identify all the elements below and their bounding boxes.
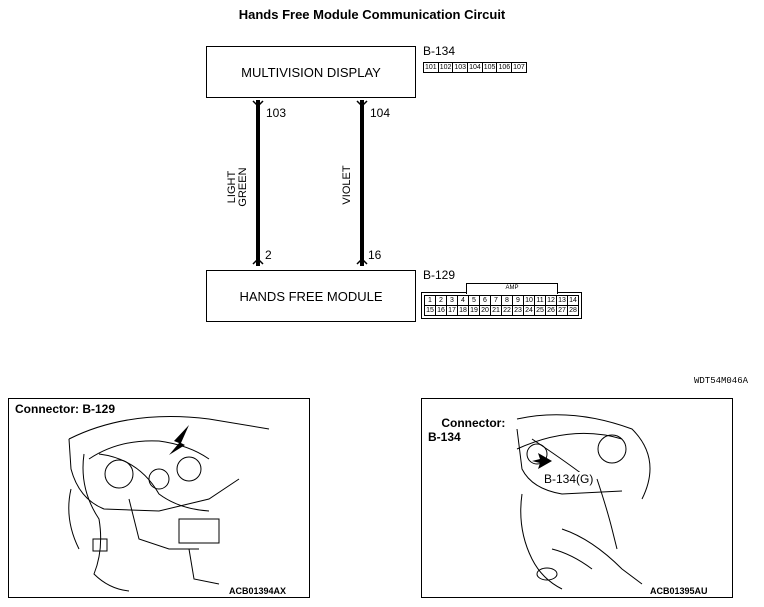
wire-1-bottom-pin: 2 [265, 248, 272, 262]
diagram-title: Hands Free Module Communication Circuit [238, 7, 506, 22]
wire-2-bottom-terminal [356, 257, 368, 265]
multivision-display-label: MULTIVISION DISPLAY [241, 64, 381, 80]
dashboard-illustration-1 [68, 416, 270, 592]
b134-pin-106: 106 [496, 62, 513, 73]
arrow-icon [169, 425, 189, 455]
wire-1-color-label: LIGHT GREEN [226, 167, 249, 207]
photo-1-code: ACB01394AX [229, 586, 287, 596]
b129-pin-23: 23 [512, 305, 524, 316]
b129-pin-16: 16 [435, 305, 447, 316]
b129-pin-1: 1 [424, 295, 436, 306]
photo-2-code: ACB01395AU [650, 586, 708, 596]
b129-pin-9: 9 [512, 295, 524, 306]
multivision-display-box: MULTIVISION DISPLAY [206, 46, 416, 98]
wire-2-color-label: VIOLET [341, 165, 353, 205]
b129-pin-10: 10 [523, 295, 535, 306]
b134-pin-104: 104 [467, 62, 483, 73]
wire-2-top-pin: 104 [370, 106, 391, 120]
wire-2-bottom-pin: 16 [368, 248, 382, 262]
diagram-code: WDT54M046A [694, 376, 749, 386]
b129-pin-4: 4 [457, 295, 469, 306]
b129-pin-19: 19 [468, 305, 480, 316]
b129-pin-27: 27 [556, 305, 568, 316]
connector-photo-b134: Connector: B-134 B-134(G) ACB01395AU [421, 398, 733, 598]
bottom-connector-id: B-129 [423, 268, 456, 282]
b129-pin-7: 7 [490, 295, 502, 306]
b129-pin-28: 28 [567, 305, 579, 316]
b129-pin-14: 14 [567, 295, 579, 306]
b129-pin-21: 21 [490, 305, 502, 316]
b129-pin-22: 22 [501, 305, 513, 316]
b129-pin-15: 15 [424, 305, 436, 316]
b134-pin-105: 105 [481, 62, 498, 73]
wire-1-top-terminal [252, 100, 264, 108]
b129-pin-5: 5 [468, 295, 480, 306]
b129-pin-26: 26 [545, 305, 557, 316]
b134-pin-102: 102 [437, 62, 454, 73]
b134-pin-103: 103 [452, 62, 469, 73]
photo-2-callout: B-134(G) [544, 472, 594, 486]
b134-pin-107: 107 [511, 62, 527, 73]
wire-1-bottom-terminal [252, 257, 264, 265]
bottom-connector-amp-tab: AMP [466, 283, 558, 294]
arrow-icon-2 [532, 453, 552, 469]
b129-pin-8: 8 [501, 295, 513, 306]
b134-pin-101: 101 [423, 62, 439, 73]
top-connector-id: B-134 [423, 44, 456, 58]
b129-pin-17: 17 [446, 305, 458, 316]
b129-pin-2: 2 [435, 295, 447, 306]
wire-1-top-pin: 103 [266, 106, 287, 120]
center-console-illustration [516, 414, 651, 590]
b129-pin-12: 12 [545, 295, 557, 306]
b129-pin-13: 13 [556, 295, 568, 306]
amp-label: AMP [505, 285, 519, 291]
b129-pin-11: 11 [534, 295, 546, 306]
b129-pin-25: 25 [534, 305, 546, 316]
b129-pin-18: 18 [457, 305, 469, 316]
b129-pin-3: 3 [446, 295, 458, 306]
photo-2-heading: Connector: B-134 [428, 402, 505, 458]
hands-free-module-label: HANDS FREE MODULE [239, 288, 383, 304]
photo-2-heading-text: Connector: B-134 [428, 416, 506, 444]
b129-pin-20: 20 [479, 305, 491, 316]
connector-photo-b129: Connector: B-129 ACB01394AX [8, 398, 310, 598]
wire-2-top-terminal [356, 100, 368, 108]
photo-1-heading: Connector: B-129 [15, 402, 116, 416]
b129-pin-24: 24 [523, 305, 535, 316]
hands-free-module-box: HANDS FREE MODULE [206, 270, 416, 322]
b129-pin-6: 6 [479, 295, 491, 306]
